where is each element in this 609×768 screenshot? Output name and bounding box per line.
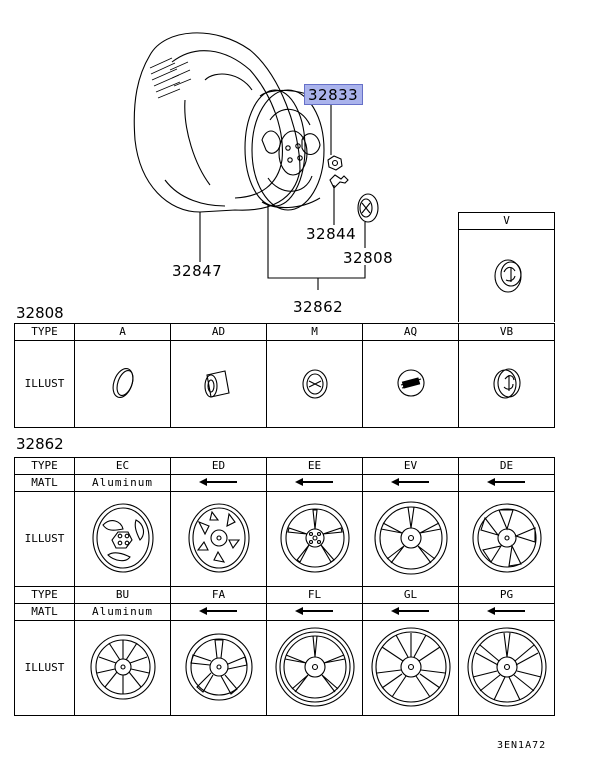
wheel-ec-illust <box>74 491 171 587</box>
callout-cap-32808[interactable]: 32808 <box>343 249 394 267</box>
wheel-ed-illust <box>170 491 267 587</box>
callout-tire-32847[interactable]: 32847 <box>172 262 223 280</box>
wheel-material-row1: Aluminum <box>74 474 171 492</box>
cap-type-aq[interactable]: AQ <box>362 323 459 341</box>
cap-figure <box>357 193 379 223</box>
cap-type-m[interactable]: M <box>266 323 363 341</box>
callout-nut-32833[interactable]: 32833 <box>304 84 364 105</box>
wheels-matl-label-2: MATL <box>14 603 75 621</box>
wheels-illust-label-1: ILLUST <box>14 491 75 587</box>
callout-lock-32844[interactable]: 32844 <box>306 225 357 243</box>
arrow-icon <box>458 603 555 621</box>
section-title-wheels: 32862 <box>16 435 64 453</box>
wheel-bu-illust <box>74 620 171 716</box>
wheel-type-gl[interactable]: GL <box>362 586 459 604</box>
arrow-icon <box>170 603 267 621</box>
cap-v-table: V <box>458 212 555 322</box>
cap-a-illust <box>74 340 171 428</box>
leader-lines <box>199 104 366 290</box>
wheel-ev-illust <box>362 491 459 587</box>
wheels-table: TYPE EC ED EE EV DE MATL Aluminum ILLUST… <box>14 457 555 716</box>
arrow-icon <box>266 474 363 492</box>
tire-figure <box>133 32 301 213</box>
wheel-pg-illust <box>458 620 555 716</box>
cap-vb-illust <box>458 340 555 428</box>
wheel-type-ed[interactable]: ED <box>170 457 267 475</box>
cap-m-illust <box>266 340 363 428</box>
wheel-type-bu[interactable]: BU <box>74 586 171 604</box>
wheels-type-label-1: TYPE <box>14 457 75 475</box>
cap-ad-illust <box>170 340 267 428</box>
diagram-code: 3EN1A72 <box>497 740 547 751</box>
wheels-illust-label-2: ILLUST <box>14 620 75 716</box>
wheel-de-illust <box>458 491 555 587</box>
callout-wheel-32862[interactable]: 32862 <box>293 298 344 316</box>
wheels-matl-label-1: MATL <box>14 474 75 492</box>
wheel-type-ec[interactable]: EC <box>74 457 171 475</box>
arrow-icon <box>266 603 363 621</box>
wheel-rim-figure <box>244 89 325 211</box>
arrow-icon <box>362 603 459 621</box>
wheel-type-fa[interactable]: FA <box>170 586 267 604</box>
caps-table: TYPE A AD M AQ VB ILLUST <box>14 323 555 428</box>
cap-type-ad[interactable]: AD <box>170 323 267 341</box>
arrow-icon <box>170 474 267 492</box>
wheel-type-ee[interactable]: EE <box>266 457 363 475</box>
caps-illust-label: ILLUST <box>14 340 75 428</box>
wheel-type-de[interactable]: DE <box>458 457 555 475</box>
wheel-type-fl[interactable]: FL <box>266 586 363 604</box>
arrow-icon <box>362 474 459 492</box>
lock-figure <box>329 174 349 189</box>
cap-type-v: V <box>458 212 555 230</box>
wheel-type-pg[interactable]: PG <box>458 586 555 604</box>
wheel-material-row2: Aluminum <box>74 603 171 621</box>
wheel-fl-illust <box>266 620 363 716</box>
wheels-type-label-2: TYPE <box>14 586 75 604</box>
arrow-icon <box>458 474 555 492</box>
wheel-fa-illust <box>170 620 267 716</box>
cap-v-illust-cell <box>458 229 555 322</box>
cap-aq-illust <box>362 340 459 428</box>
section-title-caps: 32808 <box>16 304 64 322</box>
wheel-gl-illust <box>362 620 459 716</box>
caps-type-label: TYPE <box>14 323 75 341</box>
wheel-type-ev[interactable]: EV <box>362 457 459 475</box>
cap-type-a[interactable]: A <box>74 323 171 341</box>
cap-type-vb[interactable]: VB <box>458 323 555 341</box>
wheel-ee-illust <box>266 491 363 587</box>
nut-figure <box>327 155 343 171</box>
